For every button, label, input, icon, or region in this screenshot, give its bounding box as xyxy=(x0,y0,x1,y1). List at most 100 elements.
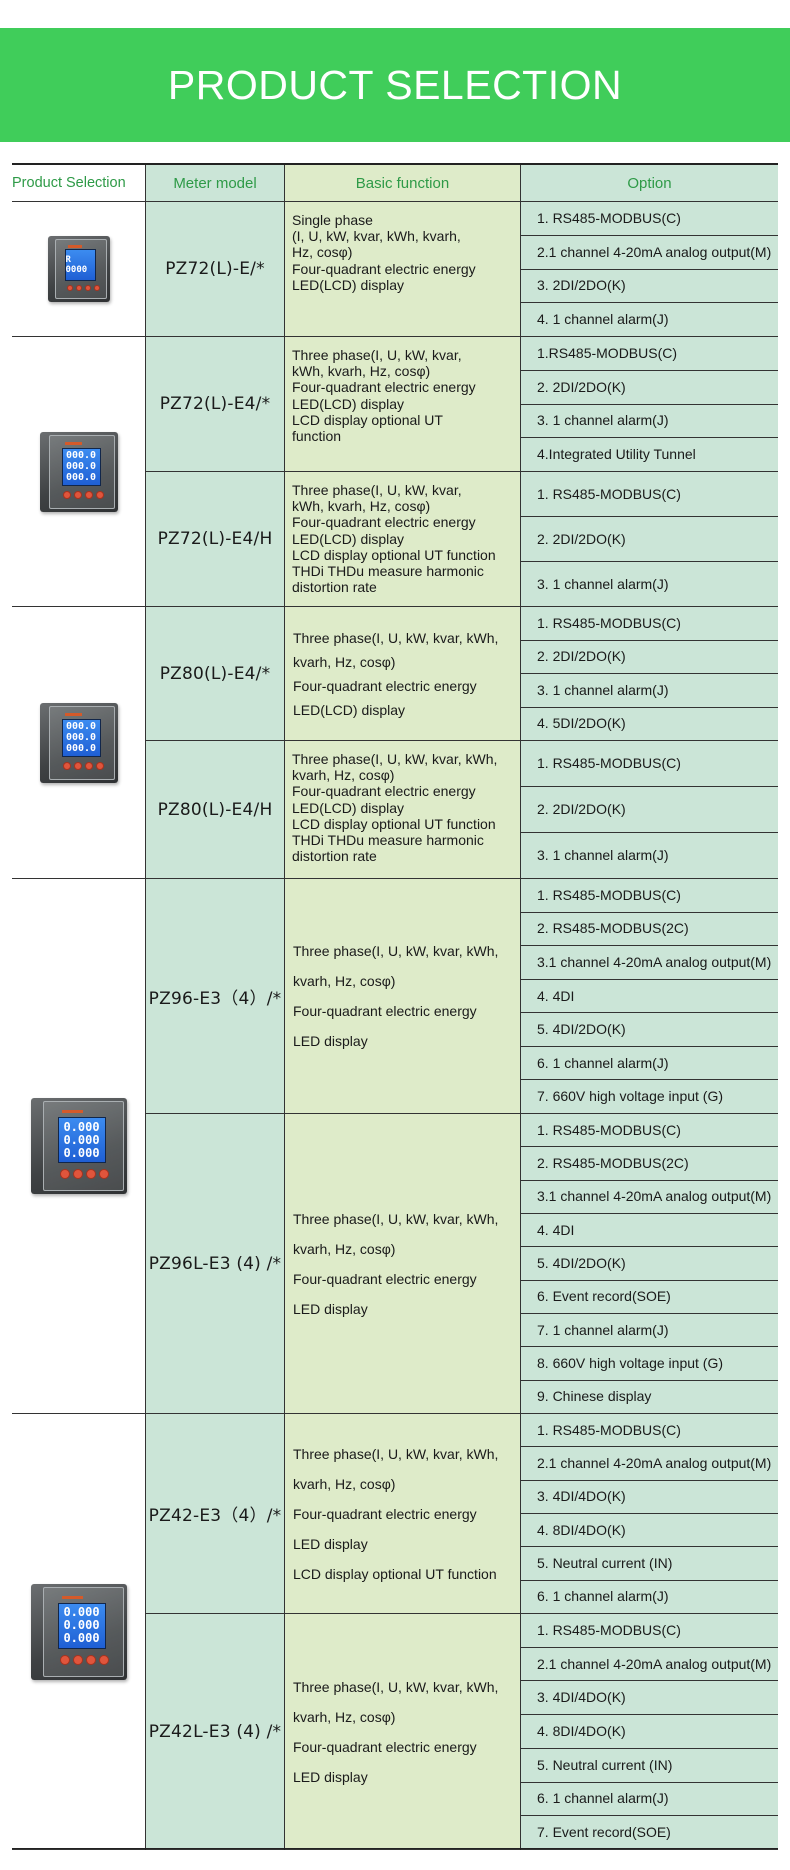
option-item: 5. Neutral current (IN) xyxy=(521,1547,778,1581)
function-line: LED display xyxy=(293,1535,368,1552)
meter-key-icon xyxy=(75,285,82,291)
basic-function-cell: Three phase(I, U, kW, kvar,kWh, kvarh, H… xyxy=(285,337,520,472)
function-line: Three phase(I, U, kW, kvar, kWh, xyxy=(292,751,498,767)
lcd-readout: 000.0 xyxy=(65,472,97,483)
basic-function-cell: Three phase(I, U, kW, kvar, kWh, kvarh, H… xyxy=(285,1414,520,1614)
function-line: Three phase(I, U, kW, kvar, xyxy=(292,347,462,363)
meter-model-cell: PZ72(L)-E4/* xyxy=(146,337,284,472)
function-line: kvarh, Hz, cosφ) xyxy=(293,973,396,989)
header-option: Option xyxy=(521,165,778,202)
function-line: LED display xyxy=(293,1300,368,1317)
function-line: kWh, kvarh, Hz, cosφ) xyxy=(292,498,431,515)
function-line: LED(LCD) display xyxy=(292,276,405,293)
lcd-readout: 000.0 xyxy=(65,732,97,743)
basic-function-cell: Three phase(I, U, kW, kvar,kWh, kvarh, H… xyxy=(285,472,520,607)
function-line: LED(LCD) display xyxy=(292,799,405,816)
function-line: Four-quadrant electric energy xyxy=(292,260,476,277)
lcd-readout: 000.0 xyxy=(65,743,97,754)
brand-strip xyxy=(67,245,82,248)
function-line: Three phase(I, U, kW, kvar, xyxy=(292,482,462,498)
meter-key-icon xyxy=(85,1169,96,1179)
option-item: 2.1 channel 4-20mA analog output(M) xyxy=(521,236,778,270)
option-item: 7. 660V high voltage input (G) xyxy=(537,1088,724,1105)
lcd-readout: R 0000 xyxy=(65,255,88,275)
function-line: Three phase(I, U, kW, kvar, kWh, xyxy=(293,1678,499,1695)
meter-key-icon xyxy=(93,285,100,291)
option-item: 8. 660V high voltage input (G) xyxy=(521,1347,778,1381)
basic-function-cell: Single phase(I, U, kW, kvar, kWh, kvarh,… xyxy=(285,202,520,337)
option-list: 1. RS485-MODBUS(C)2.1 channel 4-20mA ana… xyxy=(521,1614,778,1850)
option-item: 1. RS485-MODBUS(C) xyxy=(521,1414,778,1448)
option-item: 3. 1 channel alarm(J) xyxy=(537,575,669,592)
function-line: LCD display optional UT function xyxy=(292,546,496,563)
meter-key-icon xyxy=(59,1169,70,1179)
option-item: 1. RS485-MODBUS(C) xyxy=(521,879,778,913)
option-item: 5. 4DI/2DO(K) xyxy=(521,1247,778,1281)
option-item: 2. RS485-MODBUS(2C) xyxy=(521,913,778,947)
lcd-readout: 0.000 xyxy=(63,1119,100,1134)
function-line: Four-quadrant electric energy xyxy=(292,514,476,531)
function-line: kvarh, Hz, cosφ) xyxy=(293,653,396,670)
function-line: kWh, kvarh, Hz, cosφ) xyxy=(292,363,431,380)
header-product-selection: Product Selection xyxy=(12,165,145,202)
option-item: 2. RS485-MODBUS(2C) xyxy=(521,1147,778,1181)
option-list: 1. RS485-MODBUS(C)2. RS485-MODBUS(2C)3.1… xyxy=(521,1114,778,1414)
option-list: 1. RS485-MODBUS(C)2. 2DI/2DO(K)3. 1 chan… xyxy=(521,472,778,607)
option-item: 2. 2DI/2DO(K) xyxy=(521,641,778,674)
option-item: 3. 2DI/2DO(K) xyxy=(521,270,778,304)
function-line: Three phase(I, U, kW, kvar, kWh, xyxy=(293,1210,499,1227)
basic-function-cell: Three phase(I, U, kW, kvar, kWh,kvarh, H… xyxy=(285,1614,520,1850)
option-item: 2. 2DI/2DO(K) xyxy=(521,517,778,562)
meter-key-icon xyxy=(66,285,73,291)
function-column: Basic function Single phase(I, U, kW, kv… xyxy=(284,165,520,1850)
function-line: kvarh, Hz, cosφ) xyxy=(293,1475,396,1492)
model-column: Meter model PZ72(L)-E/*PZ72(L)-E4/*PZ72(… xyxy=(145,165,284,1850)
function-line: LED(LCD) display xyxy=(292,395,405,412)
meter-model-cell: PZ96-E3（4）/* xyxy=(146,879,284,1114)
product-image-cell: R 0000 xyxy=(12,202,145,337)
brand-strip xyxy=(64,441,82,445)
meter-buttons xyxy=(59,1654,109,1665)
meter-key-icon xyxy=(98,1654,109,1665)
function-line: Single phase xyxy=(292,212,373,228)
meter-key-icon xyxy=(73,490,82,499)
lcd-screen: R 0000 xyxy=(64,249,96,281)
meter-key-icon xyxy=(95,490,104,499)
function-line: distortion rate xyxy=(292,579,377,596)
option-item: 6. 1 channel alarm(J) xyxy=(521,1783,778,1817)
meter-model-cell: PZ42-E3（4）/* xyxy=(146,1414,284,1614)
option-list: 1.RS485-MODBUS(C)2. 2DI/2DO(K)3. 1 chann… xyxy=(521,337,778,472)
page-title: PRODUCT SELECTION xyxy=(167,61,623,108)
function-line: Three phase(I, U, kW, kvar, kWh, xyxy=(293,1445,499,1462)
lcd-readout: 000.0 xyxy=(65,450,97,461)
option-item: 1. RS485-MODBUS(C) xyxy=(521,741,778,787)
function-line: LED(LCD) display xyxy=(293,701,406,718)
basic-function-cell: Three phase(I, U, kW, kvar, kWh, kvarh, H… xyxy=(285,1114,520,1414)
basic-function-cell: Three phase(I, U, kW, kvar, kWh, kvarh, H… xyxy=(285,607,520,741)
function-line: Three phase(I, U, kW, kvar, kWh, xyxy=(293,629,499,646)
function-line: kvarh, Hz, cosφ) xyxy=(293,1240,396,1257)
meter-buttons xyxy=(62,761,104,770)
panel-meter-single-line-icon: R 0000 xyxy=(47,236,110,302)
lcd-readout: 0.000 xyxy=(63,1145,100,1160)
meter-key-icon xyxy=(84,490,93,499)
option-item: 3. 1 channel alarm(J) xyxy=(537,847,669,863)
header-meter-model: Meter model xyxy=(146,165,284,202)
function-line: Three phase(I, U, kW, kvar, kWh, xyxy=(293,943,499,959)
lcd-readout: 0.000 xyxy=(63,1605,100,1619)
function-line: function xyxy=(292,428,342,445)
option-item: 3.1 channel 4-20mA analog output(M) xyxy=(521,1181,778,1214)
meter-model-cell: PZ96L-E3 (4) /* xyxy=(146,1114,284,1414)
basic-function-cell: Three phase(I, U, kW, kvar, kWh,kvarh, H… xyxy=(285,741,520,879)
meter-model-cell: PZ72(L)-E4/H xyxy=(146,472,284,607)
option-item: 2. 2DI/2DO(K) xyxy=(521,371,778,405)
meter-key-icon xyxy=(62,761,71,770)
option-item: 2. 2DI/2DO(K) xyxy=(521,787,778,833)
option-item: 6. 1 channel alarm(J) xyxy=(521,1047,778,1081)
